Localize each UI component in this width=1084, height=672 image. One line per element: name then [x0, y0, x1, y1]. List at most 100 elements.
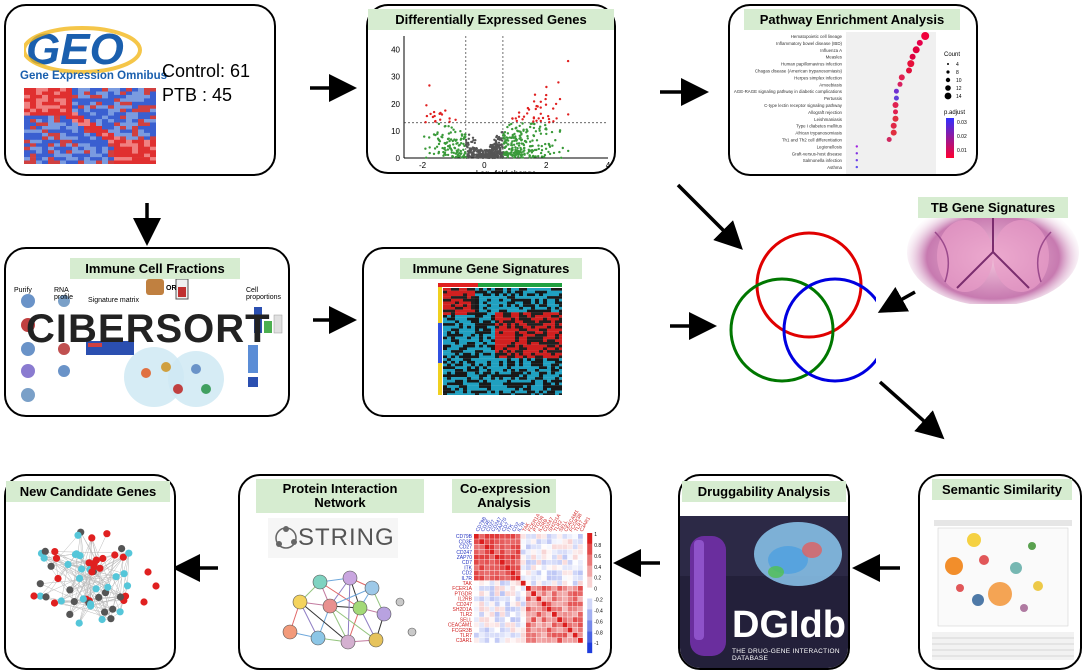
correlation-cell: [484, 632, 490, 638]
heatmap-cell: [555, 358, 560, 361]
heatmap-cell: [491, 298, 496, 302]
heatmap-cell: [108, 146, 115, 151]
padjust-legend-label: 0.03: [957, 120, 967, 126]
heatmap-cell: [515, 385, 520, 388]
heatmap-cell: [459, 360, 464, 364]
volcano-point: [515, 119, 518, 123]
heatmap-cell: [96, 132, 103, 137]
heatmap-cell: [120, 94, 127, 99]
correlation-cell: [536, 596, 542, 602]
heatmap-cell: [543, 339, 548, 343]
volcano-point: [539, 151, 543, 155]
correlation-cell: [578, 555, 583, 560]
heatmap-cell: [138, 108, 145, 113]
heatmap-cell: [519, 301, 524, 305]
heatmap-cell: [48, 126, 55, 130]
correlation-cell: [562, 612, 568, 617]
correlation-cell: [505, 632, 510, 638]
heatmap-cell: [523, 333, 528, 337]
heatmap-cell: [519, 379, 524, 383]
heatmap-cell: [491, 301, 496, 305]
heatmap-cell: [60, 146, 67, 151]
heatmap-cell: [475, 342, 480, 345]
gene-row-label: IL2RB: [458, 597, 473, 603]
heatmap-cell: [543, 360, 548, 364]
volcano-point: [459, 130, 462, 133]
heatmap-cell: [507, 355, 512, 359]
heatmap-cell: [511, 393, 516, 395]
heatmap-cell: [132, 94, 139, 99]
network-node: [111, 551, 119, 559]
heatmap-cell: [531, 328, 536, 332]
heatmap-cell: [547, 342, 552, 345]
heatmap-cell: [479, 325, 484, 329]
heatmap-cell: [455, 369, 460, 372]
correlation-cell: [572, 622, 578, 628]
correlation-cell: [479, 570, 484, 576]
network-edge: [120, 557, 124, 598]
correlation-cell: [500, 612, 505, 617]
heatmap-cell: [78, 101, 85, 106]
correlation-cell: [520, 638, 526, 643]
heatmap-cell: [90, 146, 97, 151]
heatmap-cell: [531, 369, 536, 372]
correlation-cell: [562, 638, 568, 643]
volcano-point: [528, 154, 531, 157]
heatmap-cell: [467, 342, 472, 345]
heatmap-cell: [511, 347, 516, 351]
heatmap-cell: [527, 387, 532, 391]
gene-col-label: SELL: [558, 519, 569, 533]
pathway-dot: [921, 32, 930, 40]
heatmap-cell: [459, 306, 464, 310]
heatmap-cell: [523, 328, 528, 332]
heatmap-cell: [451, 288, 456, 291]
heatmap-cell: [555, 360, 560, 364]
network-node: [74, 531, 82, 539]
heatmap-cell: [78, 112, 85, 116]
heatmap-cell: [475, 293, 480, 297]
heatmap-cell: [42, 108, 49, 113]
volcano-point: [448, 139, 451, 143]
heatmap-cell: [30, 112, 37, 116]
heatmap-cell: [483, 290, 488, 294]
heatmap-cell: [487, 304, 492, 307]
correlation-cell: [474, 606, 479, 612]
correlation-cell: [557, 606, 562, 612]
heatmap-cell: [519, 290, 524, 294]
x-tick-label: 4: [606, 161, 611, 170]
heatmap-cell: [90, 157, 97, 161]
heatmap-cell: [555, 309, 560, 313]
correlation-cell: [567, 560, 573, 565]
heatmap-cell: [503, 369, 508, 372]
heatmap-cell: [551, 342, 556, 345]
dgidb-image: [680, 516, 848, 668]
heatmap-cell: [120, 126, 127, 130]
correlation-cell: [536, 617, 542, 622]
correlation-cell: [567, 534, 573, 539]
heatmap-cell: [66, 112, 73, 116]
heatmap-cell: [451, 390, 456, 394]
heatmap-cell: [527, 390, 532, 394]
network-edge: [347, 577, 351, 643]
heatmap-cell: [527, 320, 532, 324]
heatmap-cell: [483, 296, 488, 299]
heatmap-cell: [84, 126, 91, 130]
heatmap-cell: [519, 315, 524, 318]
heatmap-cell: [467, 306, 472, 310]
heatmap-cell: [132, 129, 139, 134]
heatmap-cell: [527, 366, 532, 370]
volcano-point: [454, 155, 458, 159]
network-edge: [80, 532, 97, 561]
gene-row-label: ZAP70: [457, 555, 473, 561]
volcano-point: [488, 150, 491, 153]
correlation-cell: [531, 606, 536, 612]
correlation-cell: [484, 638, 490, 643]
heatmap-cell: [150, 136, 156, 141]
heatmap-cell: [54, 108, 61, 113]
heatmap-cell: [443, 347, 448, 351]
heatmap-cell: [467, 385, 472, 388]
heatmap-cell: [491, 358, 496, 361]
heatmap-cell: [42, 105, 49, 110]
heatmap-cell: [555, 320, 560, 324]
